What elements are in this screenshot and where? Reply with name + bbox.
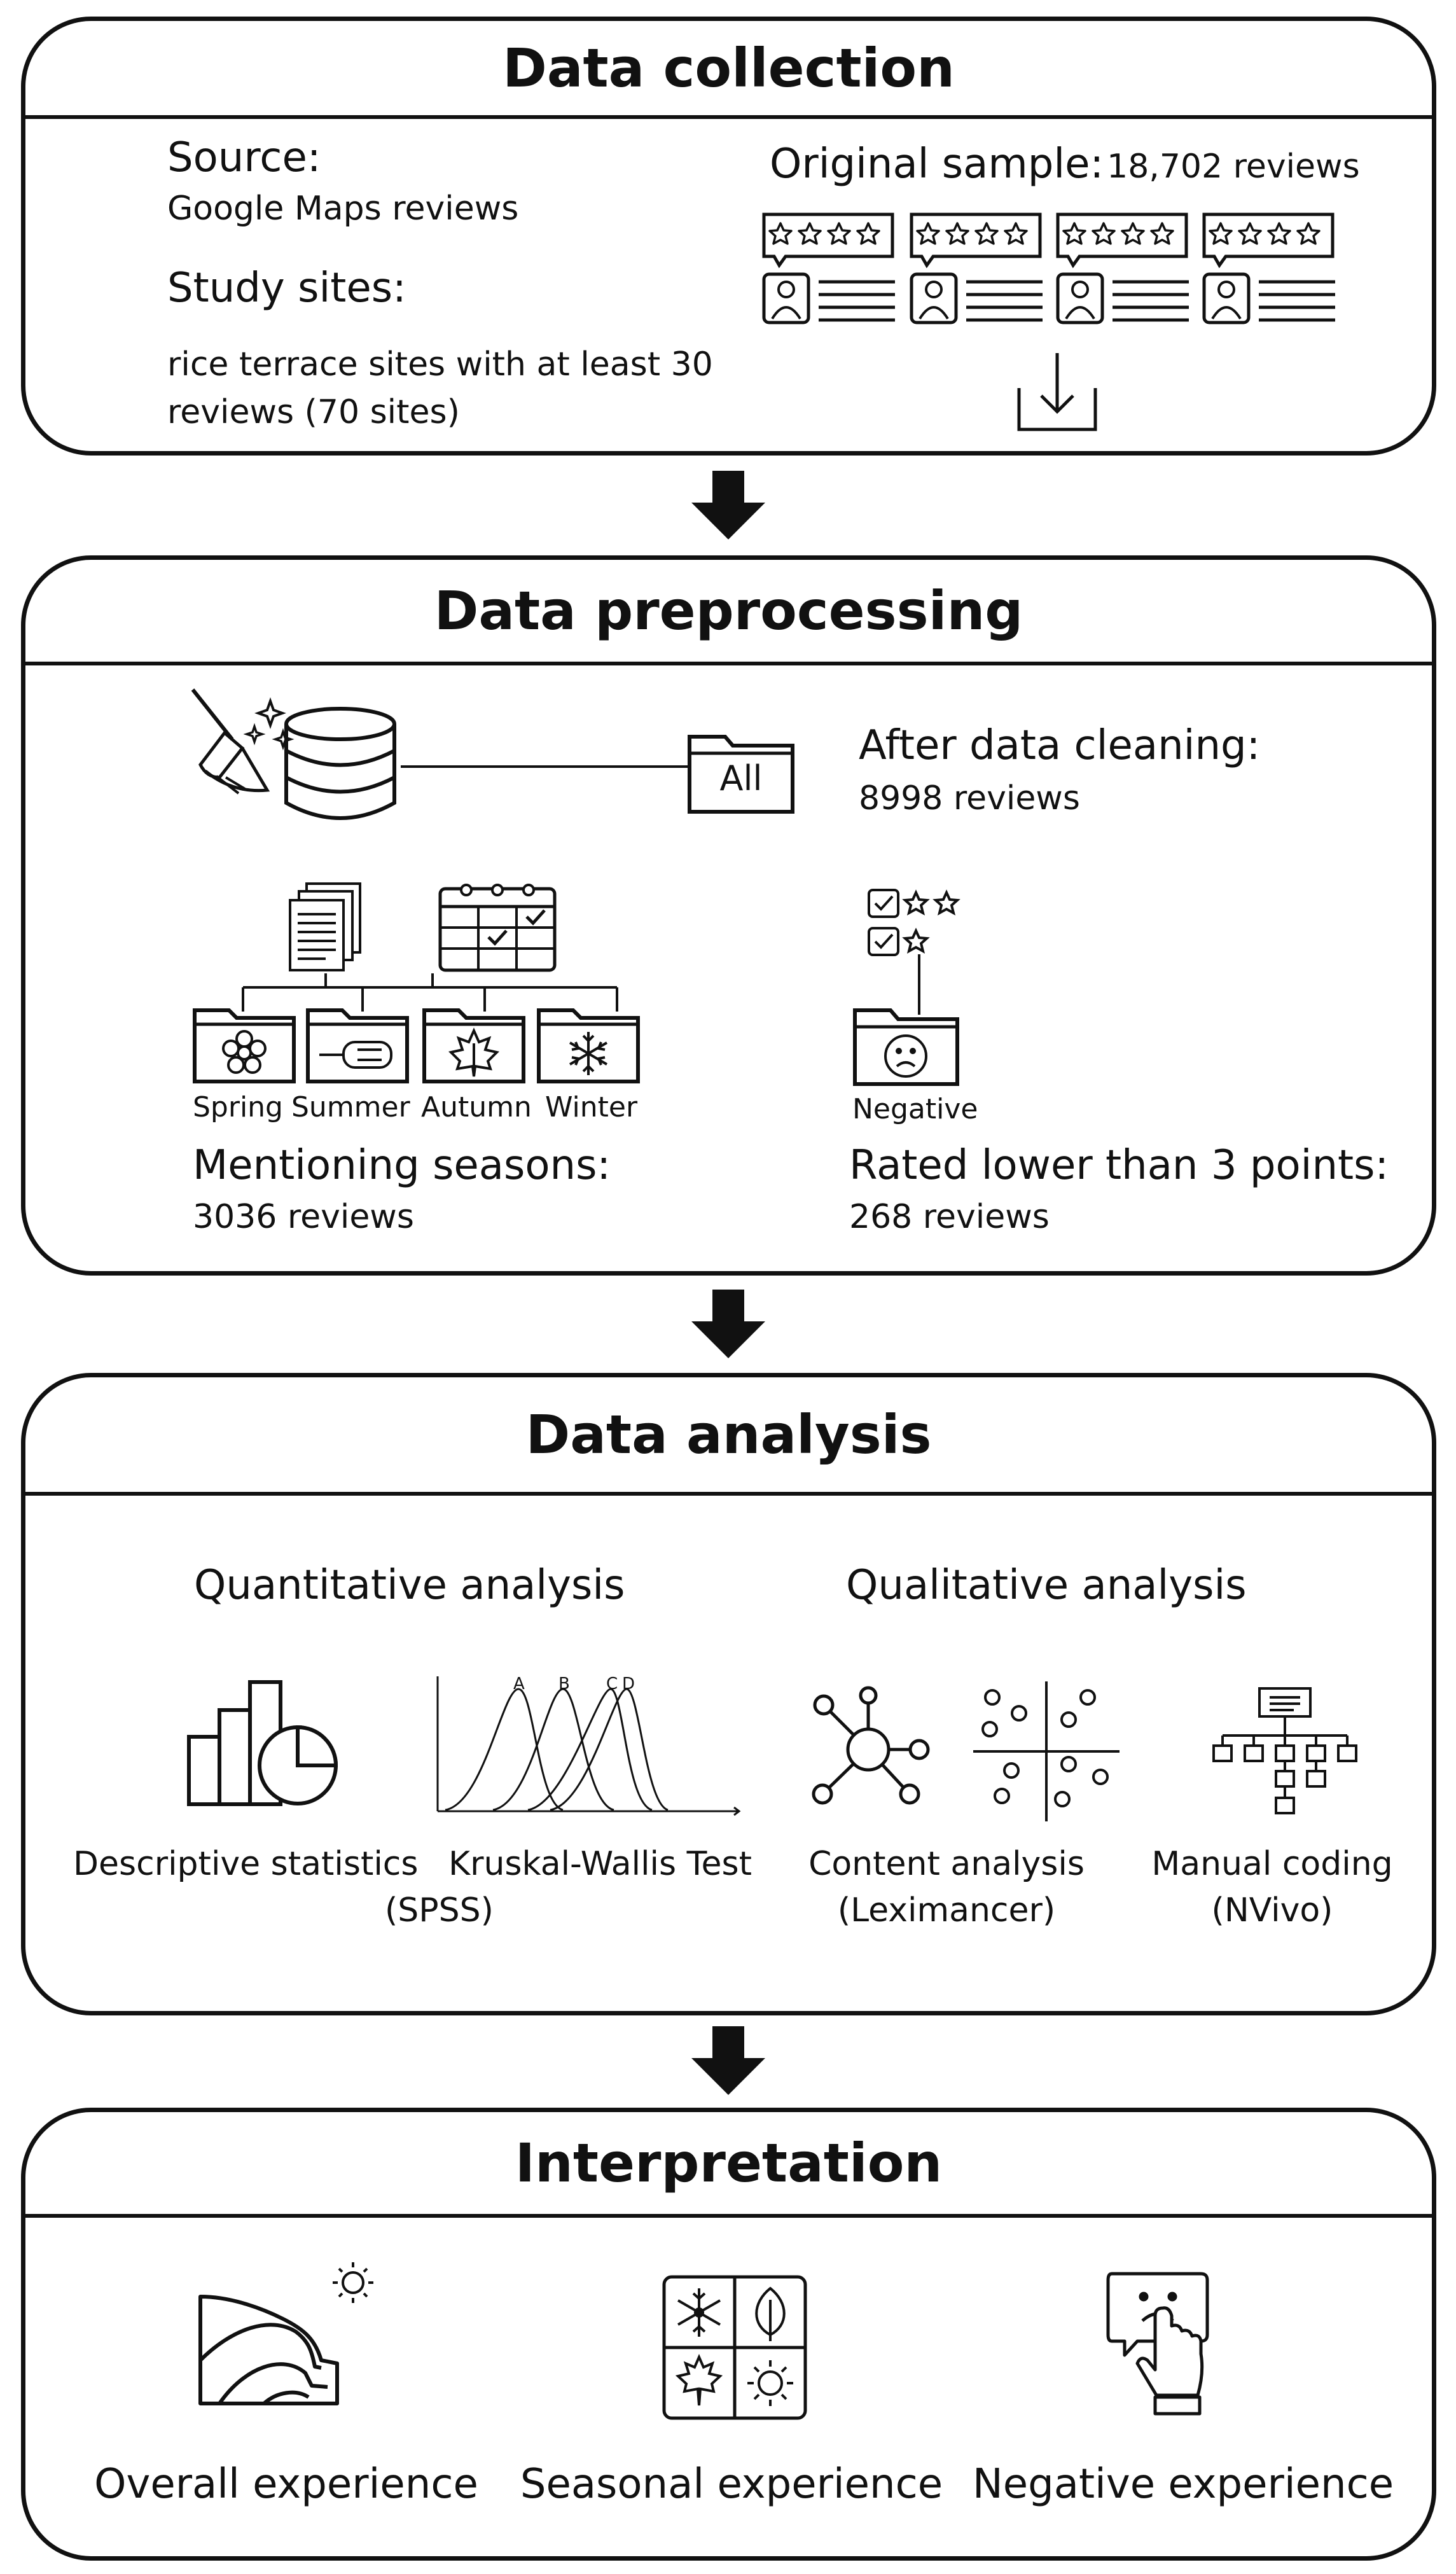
negative-folder-label: Negative [852, 1093, 978, 1125]
study-sites-line2: reviews (70 sites) [167, 393, 460, 431]
sad-speech-hand-icon [1106, 2272, 1209, 2416]
curve-label-b: B [558, 1674, 570, 1694]
original-sample-value: 18,702 reviews [1107, 148, 1360, 186]
descriptive-statistics-label: Descriptive statistics [73, 1845, 419, 1883]
mentioning-seasons-value: 3036 reviews [193, 1198, 414, 1236]
arrow-down-icon [691, 471, 765, 539]
qualitative-heading: Qualitative analysis [846, 1562, 1247, 1609]
data-preprocessing-title: Data preprocessing [25, 560, 1432, 665]
interpretation-panel: Interpretation [21, 2108, 1436, 2561]
mentioning-seasons-label: Mentioning seasons: [193, 1142, 611, 1189]
flower-icon [222, 1030, 267, 1074]
data-collection-title: Data collection [25, 21, 1432, 119]
snowflake-icon [677, 2288, 721, 2337]
content-analysis-label: Content analysis [808, 1845, 1085, 1883]
sun-icon [333, 2262, 373, 2303]
network-icon [812, 1686, 930, 1805]
curve-label-d: D [622, 1674, 635, 1694]
snowflake-icon [569, 1032, 608, 1075]
overall-experience-label: Overall experience [94, 2461, 478, 2508]
folder-icon [688, 735, 794, 814]
season-label-winter: Winter [545, 1091, 638, 1124]
seasonal-experience-label: Seasonal experience [520, 2461, 943, 2508]
rated-lower-value: 268 reviews [849, 1198, 1050, 1236]
rated-lower-label: Rated lower than 3 points: [849, 1142, 1389, 1189]
after-cleaning-value: 8998 reviews [859, 779, 1080, 817]
season-label-summer: Summer [291, 1091, 410, 1124]
seasons-grid-icon [662, 2275, 807, 2420]
rating-connector [918, 954, 920, 1015]
review-cards-icon [761, 212, 1334, 358]
broom-icon [191, 688, 295, 795]
study-sites-label: Study sites: [167, 265, 406, 312]
calendar-icon [438, 884, 557, 972]
after-cleaning-label: After data cleaning: [859, 722, 1261, 769]
study-sites-line1: rice terrace sites with at least 30 [167, 345, 713, 384]
data-preprocessing-panel: Data preprocessing All After data cleani… [21, 555, 1436, 1276]
source-value: Google Maps reviews [167, 190, 519, 228]
popsicle-icon [319, 1041, 392, 1069]
season-label-autumn: Autumn [421, 1091, 532, 1124]
original-sample: Original sample: 18,702 reviews [770, 141, 1360, 188]
winter-folder-icon [537, 1008, 640, 1083]
spring-folder-icon [193, 1008, 296, 1083]
terrace-landscape-icon [198, 2262, 373, 2405]
distribution-curves-icon [436, 1676, 741, 1816]
interpretation-title: Interpretation [25, 2112, 1432, 2218]
season-tree-lines [242, 973, 618, 1012]
spss-label: (SPSS) [385, 1891, 494, 1930]
season-label-spring: Spring [193, 1091, 283, 1124]
leaf-icon [755, 2286, 786, 2341]
data-collection-panel: Data collection Source: Google Maps revi… [21, 17, 1436, 456]
maple-leaf-icon [448, 1027, 499, 1077]
data-analysis-panel: Data analysis Quantitative analysis Qual… [21, 1373, 1436, 2015]
negative-folder-icon [853, 1008, 959, 1086]
quantitative-heading: Quantitative analysis [194, 1562, 625, 1609]
database-icon [284, 707, 396, 820]
source-label: Source: [167, 134, 321, 181]
scatter-quadrant-icon [973, 1681, 1120, 1821]
curve-label-c: C [606, 1674, 618, 1694]
hierarchy-icon [1212, 1687, 1357, 1814]
manual-coding-label: Manual coding [1151, 1845, 1393, 1883]
negative-experience-label: Negative experience [972, 2461, 1394, 2508]
arrow-down-icon [691, 2026, 765, 2095]
documents-icon [289, 882, 361, 971]
checkbox-star-icon [868, 889, 960, 956]
connector-line [401, 765, 719, 768]
kruskal-wallis-label: Kruskal-Wallis Test [448, 1845, 752, 1883]
curve-label-a: A [513, 1674, 525, 1694]
folder-all-label: All [719, 758, 763, 798]
data-analysis-title: Data analysis [25, 1377, 1432, 1496]
sad-face-icon [884, 1034, 927, 1078]
summer-folder-icon [306, 1008, 409, 1083]
leximancer-label: (Leximancer) [837, 1891, 1056, 1930]
arrow-down-icon [691, 1290, 765, 1358]
autumn-folder-icon [422, 1008, 525, 1083]
nvivo-label: (NVivo) [1211, 1891, 1333, 1930]
sun-icon [747, 2360, 793, 2406]
download-icon [1017, 353, 1097, 431]
bar-pie-chart-icon [187, 1680, 338, 1806]
maple-leaf-icon [675, 2354, 723, 2406]
original-sample-label: Original sample: [770, 141, 1104, 188]
